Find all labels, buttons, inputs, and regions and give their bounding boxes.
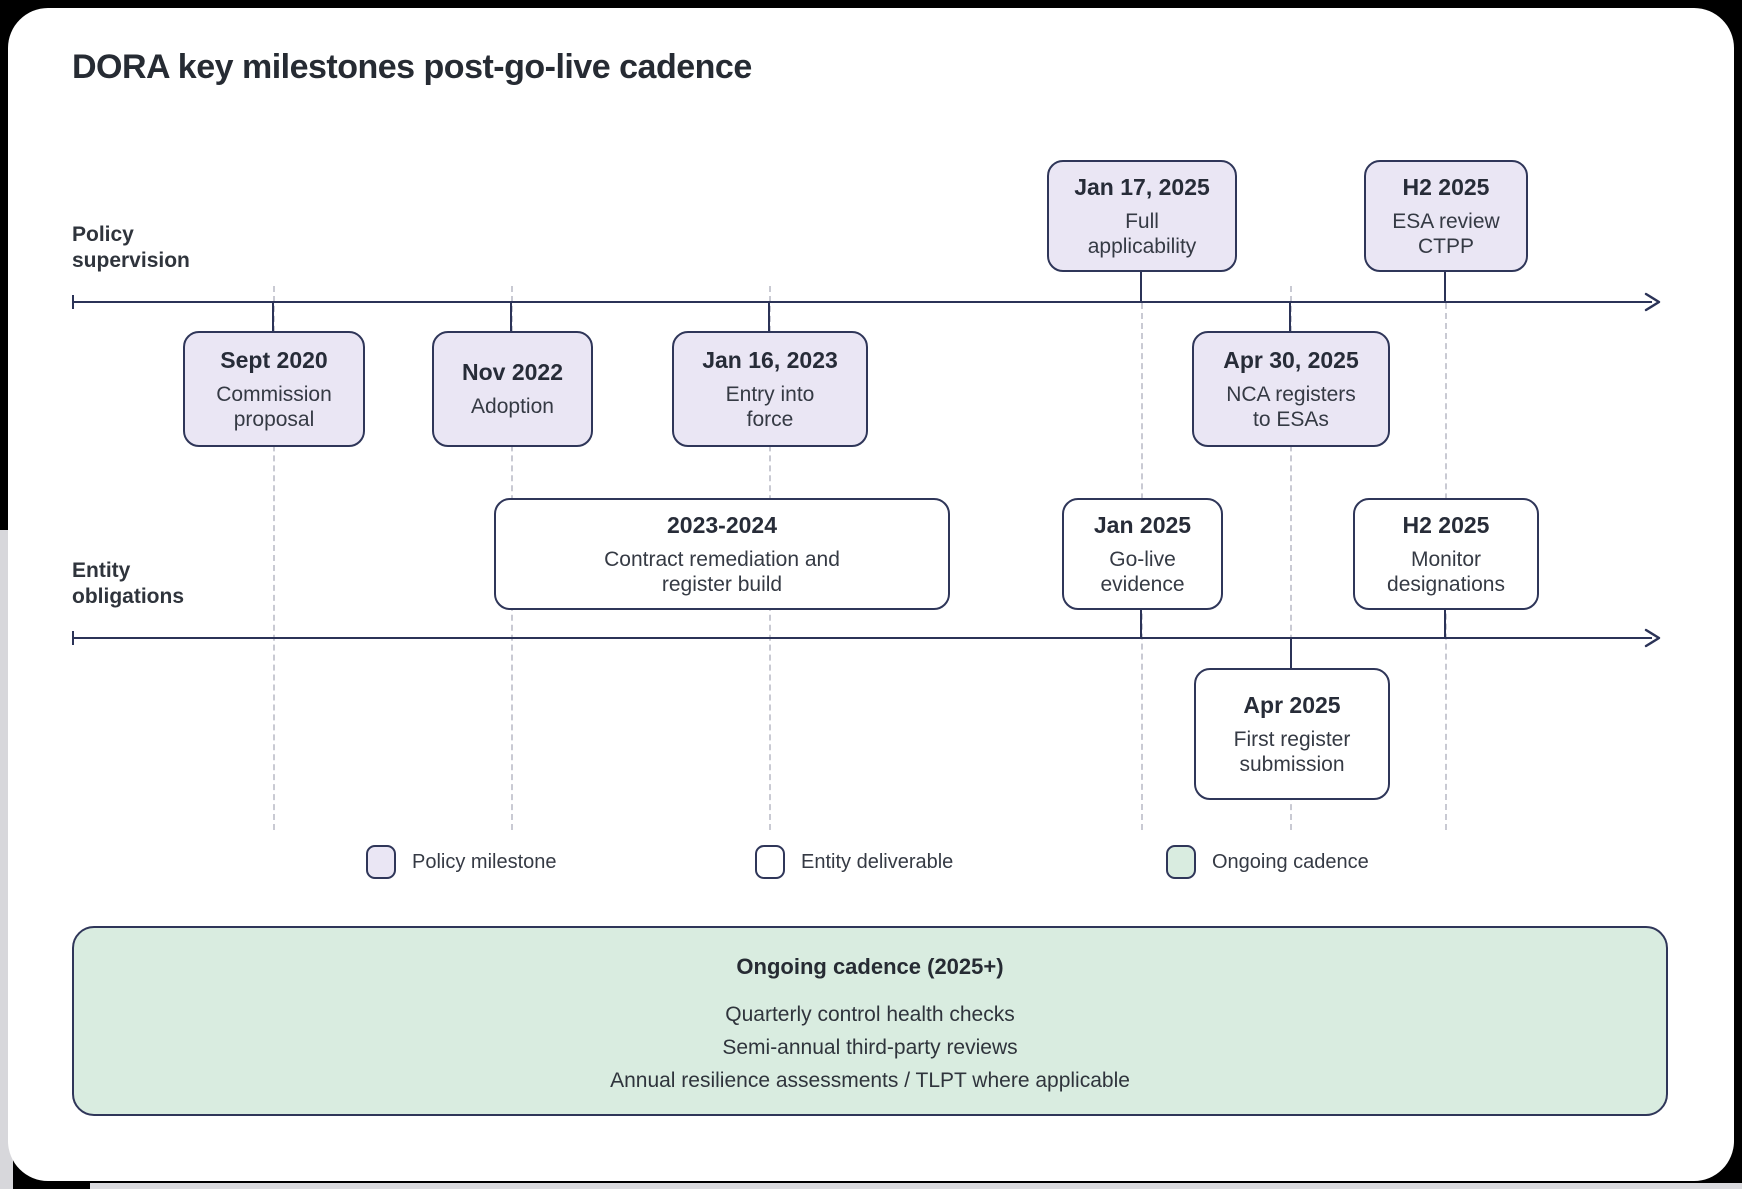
milestone-date: Sept 2020 bbox=[220, 346, 328, 373]
milestone-desc: ESA review CTPP bbox=[1392, 209, 1500, 258]
cadence-item-quarterly: Quarterly control health checks bbox=[725, 1003, 1015, 1026]
deliverable-date: Apr 2025 bbox=[1243, 691, 1341, 718]
connector-jan-2025 bbox=[1140, 608, 1142, 639]
connector-jan-17-2025 bbox=[1140, 270, 1142, 303]
ongoing-cadence-title: Ongoing cadence (2025+) bbox=[736, 954, 1004, 979]
legend-swatch-entity-deliverable bbox=[755, 845, 785, 879]
legend-swatch-policy-milestone bbox=[366, 845, 396, 879]
deliverable-date: Jan 2025 bbox=[1093, 511, 1192, 538]
milestone-desc: NCA registers to ESAs bbox=[1226, 382, 1356, 431]
deliverable-desc: Monitor designations bbox=[1387, 547, 1505, 596]
legend-swatch-ongoing-cadence bbox=[1166, 845, 1196, 879]
policy-axis-start-tick bbox=[72, 295, 74, 309]
milestone-date: Jan 16, 2023 bbox=[702, 346, 838, 373]
cadence-item-semi-annual: Semi-annual third-party reviews bbox=[722, 1036, 1018, 1059]
connector-apr-2025 bbox=[1290, 637, 1292, 668]
connector-apr-30-2025 bbox=[1289, 301, 1291, 333]
legend-label-entity-deliverable: Entity deliverable bbox=[801, 851, 954, 873]
deliverable-date: H2 2025 bbox=[1402, 511, 1490, 538]
milestone-nov-2022: Nov 2022 Adoption bbox=[432, 331, 593, 447]
legend-label-policy-milestone: Policy milestone bbox=[412, 851, 557, 873]
milestone-date: Jan 17, 2025 bbox=[1074, 173, 1210, 200]
deliverable-jan-2025: Jan 2025 Go-live evidence bbox=[1062, 498, 1223, 610]
dashed-guide-col1 bbox=[273, 286, 275, 830]
deliverable-date: 2023-2024 bbox=[667, 511, 777, 538]
milestone-date: Apr 30, 2025 bbox=[1223, 346, 1359, 373]
deliverable-2023-2024: 2023-2024 Contract remediation and regis… bbox=[494, 498, 950, 610]
policy-timeline-label: Policy supervision bbox=[72, 223, 190, 272]
entity-axis-start-tick bbox=[72, 631, 74, 645]
cadence-item-annual: Annual resilience assessments / TLPT whe… bbox=[610, 1069, 1130, 1092]
milestone-desc: Full applicability bbox=[1087, 209, 1197, 258]
connector-h2-2025-policy bbox=[1444, 270, 1446, 303]
milestone-date: H2 2025 bbox=[1402, 173, 1490, 200]
milestone-jan-16-2023: Jan 16, 2023 Entry into force bbox=[672, 331, 868, 447]
deliverable-desc: Contract remediation and register build bbox=[604, 547, 840, 596]
milestone-apr-30-2025: Apr 30, 2025 NCA registers to ESAs bbox=[1192, 331, 1390, 447]
dashed-guide-col5 bbox=[1290, 286, 1292, 830]
policy-axis-line bbox=[72, 301, 1652, 303]
connector-jan-16-2023 bbox=[768, 301, 770, 333]
milestone-sept-2020: Sept 2020 Commission proposal bbox=[183, 331, 365, 447]
milestone-jan-17-2025: Jan 17, 2025 Full applicability bbox=[1047, 160, 1237, 272]
page-title: DORA key milestones post-go-live cadence bbox=[72, 48, 752, 86]
milestone-desc: Entry into force bbox=[725, 382, 815, 431]
deliverable-apr-2025: Apr 2025 First register submission bbox=[1194, 668, 1390, 800]
legend-label-ongoing-cadence: Ongoing cadence bbox=[1212, 851, 1369, 873]
milestone-h2-2025-policy: H2 2025 ESA review CTPP bbox=[1364, 160, 1528, 272]
milestone-desc: Commission proposal bbox=[216, 382, 332, 431]
entity-timeline-label: Entity obligations bbox=[72, 559, 184, 608]
connector-nov-2022 bbox=[510, 301, 512, 333]
milestone-date: Nov 2022 bbox=[461, 359, 563, 385]
connector-sept-2020 bbox=[272, 301, 274, 333]
deliverable-desc: Go-live evidence bbox=[1100, 547, 1185, 596]
policy-axis-arrow-icon bbox=[1644, 292, 1661, 312]
bottom-edge-strip bbox=[90, 1183, 1742, 1189]
entity-axis-line bbox=[72, 637, 1652, 639]
milestone-desc: Adoption bbox=[471, 395, 554, 418]
deliverable-desc: First register submission bbox=[1233, 727, 1351, 776]
entity-axis-arrow-icon bbox=[1644, 628, 1661, 648]
connector-h2-2025-entity bbox=[1444, 608, 1446, 639]
ongoing-cadence-panel: Ongoing cadence (2025+) Quarterly contro… bbox=[72, 926, 1668, 1116]
deliverable-h2-2025-entity: H2 2025 Monitor designations bbox=[1353, 498, 1539, 610]
